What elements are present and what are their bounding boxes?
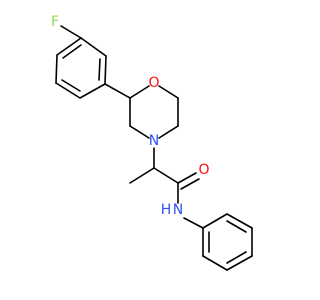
aromatic-bond	[61, 79, 81, 92]
bond	[80, 37, 107, 57]
aromatic-bond	[62, 44, 82, 59]
morpholine-ring	[129, 85, 179, 139]
ring-oxygen-label: O	[148, 75, 159, 91]
phenyl-ring	[202, 213, 253, 271]
bond	[202, 213, 228, 229]
fluorophenyl-ring	[55, 25, 107, 99]
bond	[129, 167, 155, 184]
bond	[56, 37, 82, 56]
aromatic-bond	[98, 58, 101, 81]
bond	[158, 125, 179, 139]
bond	[55, 54, 58, 84]
bond	[158, 85, 179, 99]
bond	[202, 255, 228, 271]
bond	[226, 213, 253, 229]
bond	[129, 85, 150, 99]
fluorine-label: F	[51, 14, 59, 30]
carbonyl-oxygen-label: O	[198, 162, 209, 178]
carbonyl-bond	[180, 178, 200, 190]
aromatic-bond	[226, 251, 247, 264]
bond	[79, 83, 106, 99]
bond	[55, 82, 81, 99]
amide-hydrogen-label: H	[161, 202, 172, 218]
bond	[183, 217, 204, 229]
aromatic-bond	[226, 220, 247, 233]
amide-nitrogen-label: N	[173, 202, 183, 218]
bond	[104, 83, 131, 99]
bond	[226, 255, 253, 271]
molecule-structure: F O N O N H	[51, 14, 253, 271]
bond	[104, 55, 107, 85]
carbonyl-bond	[177, 172, 197, 184]
bond	[60, 25, 82, 39]
ring-nitrogen-label: N	[149, 133, 159, 149]
bond	[129, 125, 150, 139]
bond	[153, 167, 179, 184]
